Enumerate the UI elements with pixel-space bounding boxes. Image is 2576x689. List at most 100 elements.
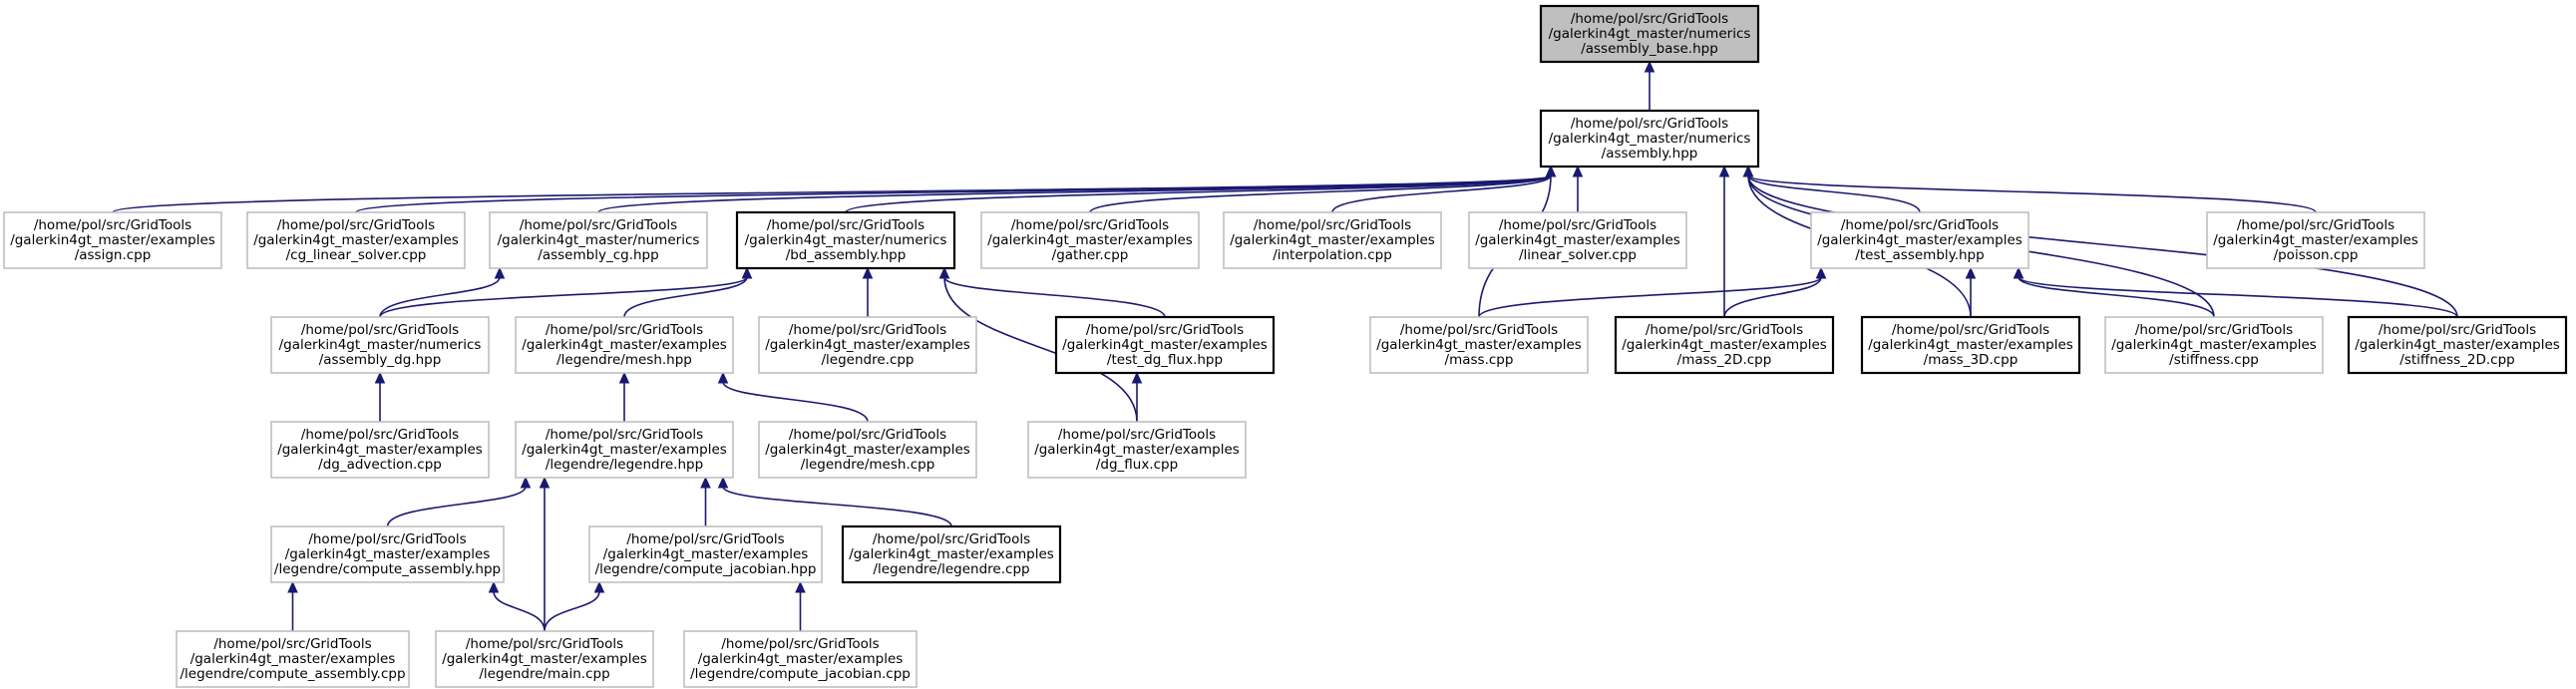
- node-bd-assembly: /home/pol/src/GridTools/galerkin4gt_mast…: [735, 210, 956, 270]
- node-label-line: /assembly.hpp: [1602, 146, 1698, 162]
- node-box: [735, 210, 956, 270]
- node-box: [1369, 316, 1589, 374]
- node-label-line: /home/pol/src/GridTools: [546, 427, 703, 443]
- node-box: [435, 630, 654, 688]
- node-label-line: /home/pol/src/GridTools: [1086, 322, 1244, 338]
- edge-poisson-to-assembly: [1742, 165, 2317, 213]
- arrowhead: [717, 371, 729, 384]
- node-label-line: /galerkin4gt_master/examples: [2111, 337, 2317, 353]
- node-label-line: /galerkin4gt_master/examples: [603, 546, 809, 562]
- node-label-line: /cg_linear_solver.cpp: [286, 247, 427, 263]
- node-box: [588, 525, 823, 583]
- edge-line: [623, 276, 748, 318]
- node-label-line: /legendre/compute_assembly.cpp: [180, 666, 405, 682]
- edge-line: [2018, 276, 2215, 318]
- node-mass-3D: /home/pol/src/GridTools/galerkin4gt_mast…: [1860, 315, 2081, 375]
- edge-assembly-to-assembly-base: [1644, 60, 1656, 111]
- node-legendre-mesh: /home/pol/src/GridTools/galerkin4gt_mast…: [515, 316, 734, 374]
- node-box: [1810, 211, 2029, 269]
- edge-stiffness-2D-to-assembly: [1742, 165, 2458, 318]
- node-label-line: /home/pol/src/GridTools: [546, 322, 703, 338]
- node-legendre-main: /home/pol/src/GridTools/galerkin4gt_mast…: [435, 630, 654, 688]
- node-mass: /home/pol/src/GridTools/galerkin4gt_mast…: [1369, 316, 1589, 374]
- node-label-line: /home/pol/src/GridTools: [1058, 427, 1216, 443]
- edge-compute-assembly-hpp-to-legendre-legendre-hpp: [386, 476, 532, 527]
- node-label-line: /galerkin4gt_master/examples: [2355, 337, 2560, 353]
- node-label-line: /legendre/compute_jacobian.cpp: [690, 666, 911, 682]
- node-box: [270, 525, 505, 583]
- node-label-line: /bd_assembly.hpp: [786, 247, 907, 263]
- node-box: [3, 211, 222, 269]
- arrowhead: [1815, 266, 1827, 279]
- node-label-line: /galerkin4gt_master/examples: [849, 546, 1054, 562]
- node-label-line: /galerkin4gt_master/examples: [987, 232, 1193, 248]
- arrowhead: [700, 476, 711, 489]
- node-label-line: /home/pol/src/GridTools: [1400, 322, 1558, 338]
- node-compute-jacobian-hpp: /home/pol/src/GridTools/galerkin4gt_mast…: [588, 525, 823, 583]
- edge-legendre-mesh-to-bd-assembly: [623, 266, 753, 318]
- node-label-line: /dg_flux.cpp: [1096, 457, 1178, 473]
- node-label-line: /linear_solver.cpp: [1519, 247, 1637, 263]
- edge-compute-jacobian-cpp-to-compute-jacobian-hpp: [795, 580, 806, 632]
- node-label-line: /home/pol/src/GridTools: [301, 427, 459, 443]
- nodes: /home/pol/src/GridTools/galerkin4gt_mast…: [3, 4, 2568, 688]
- node-box: [1468, 211, 1687, 269]
- edge-dg-flux-to-bd-assembly: [938, 266, 1138, 423]
- node-label-line: /legendre/legendre.cpp: [873, 561, 1029, 577]
- node-label-line: /home/pol/src/GridTools: [767, 217, 924, 233]
- node-gather: /home/pol/src/GridTools/galerkin4gt_mast…: [980, 211, 1200, 269]
- arrowhead: [1572, 165, 1584, 177]
- node-box: [980, 211, 1200, 269]
- edge-stiffness-2D-to-test-assembly: [2013, 266, 2458, 318]
- node-box: [515, 316, 734, 374]
- node-label-line: /interpolation.cpp: [1273, 247, 1392, 263]
- node-label-line: /galerkin4gt_master/numerics: [745, 232, 947, 248]
- node-label-line: /legendre/compute_jacobian.hpp: [595, 561, 817, 577]
- edge-line: [379, 276, 748, 318]
- node-label-line: /home/pol/src/GridTools: [626, 531, 784, 547]
- node-label-line: /galerkin4gt_master/examples: [1034, 442, 1240, 458]
- node-label-line: /galerkin4gt_master/examples: [698, 651, 904, 667]
- node-interpolation: /home/pol/src/GridTools/galerkin4gt_mast…: [1223, 211, 1442, 269]
- edge-line: [544, 590, 600, 632]
- node-label-line: /home/pol/src/GridTools: [301, 322, 459, 338]
- edge-line: [1723, 276, 1822, 318]
- node-box: [683, 630, 918, 688]
- node-label-line: /home/pol/src/GridTools: [1254, 217, 1411, 233]
- edge-compute-assembly-cpp-to-compute-assembly-hpp: [287, 580, 298, 631]
- arrowhead: [1965, 266, 1977, 279]
- node-label-line: /home/pol/src/GridTools: [520, 217, 677, 233]
- node-label-line: /galerkin4gt_master/examples: [1817, 232, 2023, 248]
- node-test-dg-flux: /home/pol/src/GridTools/galerkin4gt_mast…: [1054, 315, 1276, 375]
- edge-line: [943, 276, 1138, 423]
- node-label-line: /home/pol/src/GridTools: [789, 322, 946, 338]
- edge-linear-solver-to-assembly: [1572, 165, 1584, 213]
- node-label-line: /galerkin4gt_master/examples: [2213, 232, 2418, 248]
- node-box: [841, 524, 1062, 584]
- node-box: [515, 421, 734, 479]
- node-label-line: /galerkin4gt_master/numerics: [1549, 26, 1751, 42]
- node-box: [1539, 109, 1760, 169]
- node-label-line: /galerkin4gt_master/examples: [277, 442, 483, 458]
- node-label-line: /galerkin4gt_master/examples: [253, 232, 459, 248]
- node-label-line: /dg_advection.cpp: [318, 457, 442, 473]
- node-label-line: /home/pol/src/GridTools: [1646, 322, 1803, 338]
- node-label-line: /test_assembly.hpp: [1855, 247, 1984, 263]
- arrowhead: [1644, 60, 1656, 73]
- arrowhead: [593, 580, 605, 593]
- node-label-line: /stiffness.cpp: [2169, 352, 2259, 368]
- edge-mass-2D-to-assembly: [1718, 165, 1730, 317]
- node-label-line: /galerkin4gt_master/examples: [10, 232, 215, 248]
- node-label-line: /gather.cpp: [1052, 247, 1129, 263]
- node-label-line: /home/pol/src/GridTools: [308, 531, 466, 547]
- edge-interpolation-to-assembly: [1331, 165, 1557, 213]
- arrowhead: [1718, 165, 1730, 177]
- node-label-line: /galerkin4gt_master/examples: [765, 337, 970, 353]
- arrowhead: [1742, 165, 1754, 177]
- node-dg-advection: /home/pol/src/GridTools/galerkin4gt_mast…: [270, 421, 490, 479]
- node-box: [270, 421, 490, 479]
- edge-line: [845, 174, 1552, 213]
- node-compute-jacobian-cpp: /home/pol/src/GridTools/galerkin4gt_mast…: [683, 630, 918, 688]
- edge-line: [722, 381, 869, 423]
